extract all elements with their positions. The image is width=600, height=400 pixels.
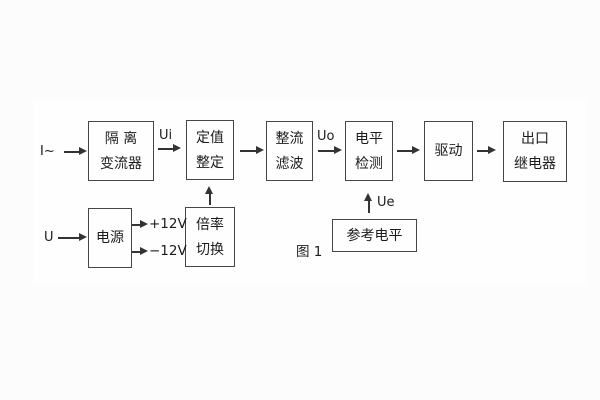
block-label: 整流 xyxy=(275,130,304,147)
block-label: 继电器 xyxy=(514,156,556,172)
arrow-rectify-to-level xyxy=(318,147,342,154)
block-label: 定值 xyxy=(196,129,224,146)
arrow-isolation-to-setting xyxy=(158,145,181,152)
block-label: 切换 xyxy=(196,241,224,258)
input-current-label: I~ xyxy=(40,144,55,159)
signal-plus12v-label: +12V xyxy=(149,216,187,232)
block-ratio-switch: 倍率 切换 xyxy=(185,207,235,267)
arrow-current-input xyxy=(64,148,87,155)
block-label: 滤波 xyxy=(275,155,304,172)
block-drive: 驱动 xyxy=(424,121,473,181)
signal-minus12v-label: −12V xyxy=(149,243,187,259)
block-label: 电源 xyxy=(96,230,124,246)
block-isolation-transformer: 隔 离 变流器 xyxy=(88,121,154,181)
arrow-level-to-drive xyxy=(397,147,420,154)
block-level-detect: 电平 检测 xyxy=(345,121,393,181)
block-output-relay: 出口 继电器 xyxy=(503,121,567,182)
block-power-supply: 电源 xyxy=(88,208,132,268)
block-label: 隔 离 xyxy=(104,130,138,147)
block-label: 参考电平 xyxy=(346,227,403,244)
arrow-ratio-to-setting xyxy=(206,186,213,205)
arrow-reference-ue xyxy=(365,193,372,213)
arrow-drive-to-relay xyxy=(477,147,496,154)
arrow-power-plus12v xyxy=(132,221,148,228)
block-label: 检测 xyxy=(355,155,383,172)
block-reference-level: 参考电平 xyxy=(332,219,417,252)
arrow-voltage-input xyxy=(58,234,87,241)
block-label: 出口 xyxy=(521,131,549,147)
block-setting-adjust: 定值 整定 xyxy=(186,120,234,180)
signal-ui-label: Ui xyxy=(159,128,173,143)
arrow-setting-to-rectify xyxy=(240,147,264,154)
input-voltage-label: U xyxy=(44,230,54,245)
signal-ue-label: Ue xyxy=(377,195,395,210)
block-label: 变流器 xyxy=(100,155,142,172)
block-label: 倍率 xyxy=(196,216,224,233)
block-rectify-filter: 整流 滤波 xyxy=(266,121,313,181)
block-label: 整定 xyxy=(196,154,224,171)
arrow-power-minus12v xyxy=(132,248,148,255)
block-label: 驱动 xyxy=(434,143,463,159)
block-label: 电平 xyxy=(355,130,383,147)
signal-uo-label: Uo xyxy=(317,129,335,144)
figure-caption: 图 1 xyxy=(296,244,323,260)
